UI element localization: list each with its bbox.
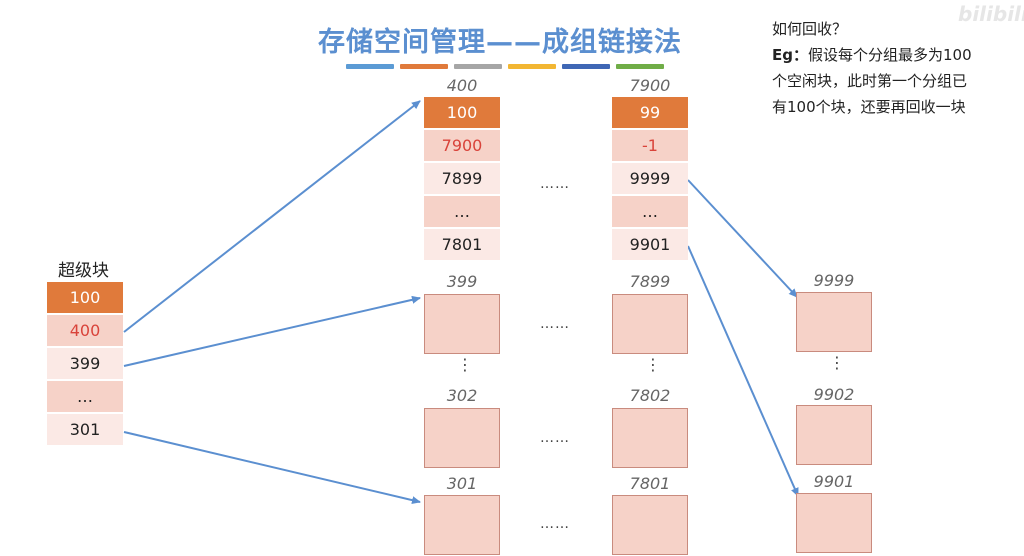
block-399 xyxy=(424,294,500,354)
group-400-cell-pointer: 7900 xyxy=(424,130,500,161)
block-9999-label: 9999 xyxy=(813,271,855,290)
block-302-label: 302 xyxy=(446,386,478,405)
ellipsis-row3: …… xyxy=(540,516,570,532)
block-7802 xyxy=(612,408,688,468)
page-title: 存储空间管理——成组链接法 xyxy=(318,27,682,58)
note-eg-label: Eg： xyxy=(772,46,808,64)
ellipsis-row2: …… xyxy=(540,430,570,446)
block-7801 xyxy=(612,495,688,555)
block-301-label: 301 xyxy=(446,474,478,493)
note-line-2: Eg：假设每个分组最多为100 xyxy=(772,44,972,65)
group-400-cell-7801: 7801 xyxy=(424,229,500,260)
ellipsis-row1: …… xyxy=(540,316,570,332)
group-7900-label: 7900 xyxy=(629,76,671,95)
color-bar-1 xyxy=(346,64,394,69)
group-7900-cell-9901: 9901 xyxy=(612,229,688,260)
arrow-400-to-group400 xyxy=(123,100,421,333)
vertical-ellipsis-col3: ⋮ xyxy=(829,353,845,372)
block-7802-label: 7802 xyxy=(629,386,671,405)
group-7900-cell-9999: 9999 xyxy=(612,163,688,194)
block-302 xyxy=(424,408,500,468)
block-9901 xyxy=(796,493,872,553)
group-400-cell-7899: 7899 xyxy=(424,163,500,194)
vertical-ellipsis-col1: ⋮ xyxy=(457,355,473,374)
superblock-cell-301: 301 xyxy=(47,414,123,445)
superblock-title: 超级块 xyxy=(58,261,109,281)
arrow-301-to-block301 xyxy=(123,431,421,505)
color-bar-3 xyxy=(454,64,502,69)
note-line-2-text: 假设每个分组最多为100 xyxy=(807,46,972,64)
note-line-3: 个空闲块，此时第一个分组已 xyxy=(772,72,968,90)
block-9999 xyxy=(796,292,872,352)
block-7899 xyxy=(612,294,688,354)
color-bar-2 xyxy=(400,64,448,69)
superblock-cell-pointer: 400 xyxy=(47,315,123,346)
block-399-label: 399 xyxy=(446,272,478,291)
arrow-399-to-block399 xyxy=(123,295,421,367)
block-9902-label: 9902 xyxy=(813,385,855,404)
group-7900-cell-count: 99 xyxy=(612,97,688,128)
note-line-1: 如何回收？ xyxy=(772,20,848,38)
color-bar-4 xyxy=(508,64,556,69)
note-line-4: 有100个块，还要再回收一块 xyxy=(772,98,966,116)
group-400-cell-count: 100 xyxy=(424,97,500,128)
bilibili-watermark: bilibili xyxy=(958,2,1024,26)
block-7801-label: 7801 xyxy=(629,474,671,493)
vertical-ellipsis-col2: ⋮ xyxy=(645,355,661,374)
block-301 xyxy=(424,495,500,555)
superblock-cell-count: 100 xyxy=(47,282,123,313)
group-7900-cell-ellipsis: … xyxy=(612,196,688,227)
color-bar-6 xyxy=(616,64,664,69)
arrow-9999-to-block9999 xyxy=(687,179,798,298)
superblock-cell-399: 399 xyxy=(47,348,123,379)
group-400-cell-ellipsis: … xyxy=(424,196,500,227)
color-bar-5 xyxy=(562,64,610,69)
block-9902 xyxy=(796,405,872,465)
ellipsis-groups-top: …… xyxy=(540,176,570,192)
block-9901-label: 9901 xyxy=(813,472,855,491)
superblock-cell-ellipsis: … xyxy=(47,381,123,412)
block-7899-label: 7899 xyxy=(629,272,671,291)
group-400-label: 400 xyxy=(446,76,478,95)
group-7900-cell-pointer: -1 xyxy=(612,130,688,161)
arrow-9901-to-block9901 xyxy=(687,245,799,497)
